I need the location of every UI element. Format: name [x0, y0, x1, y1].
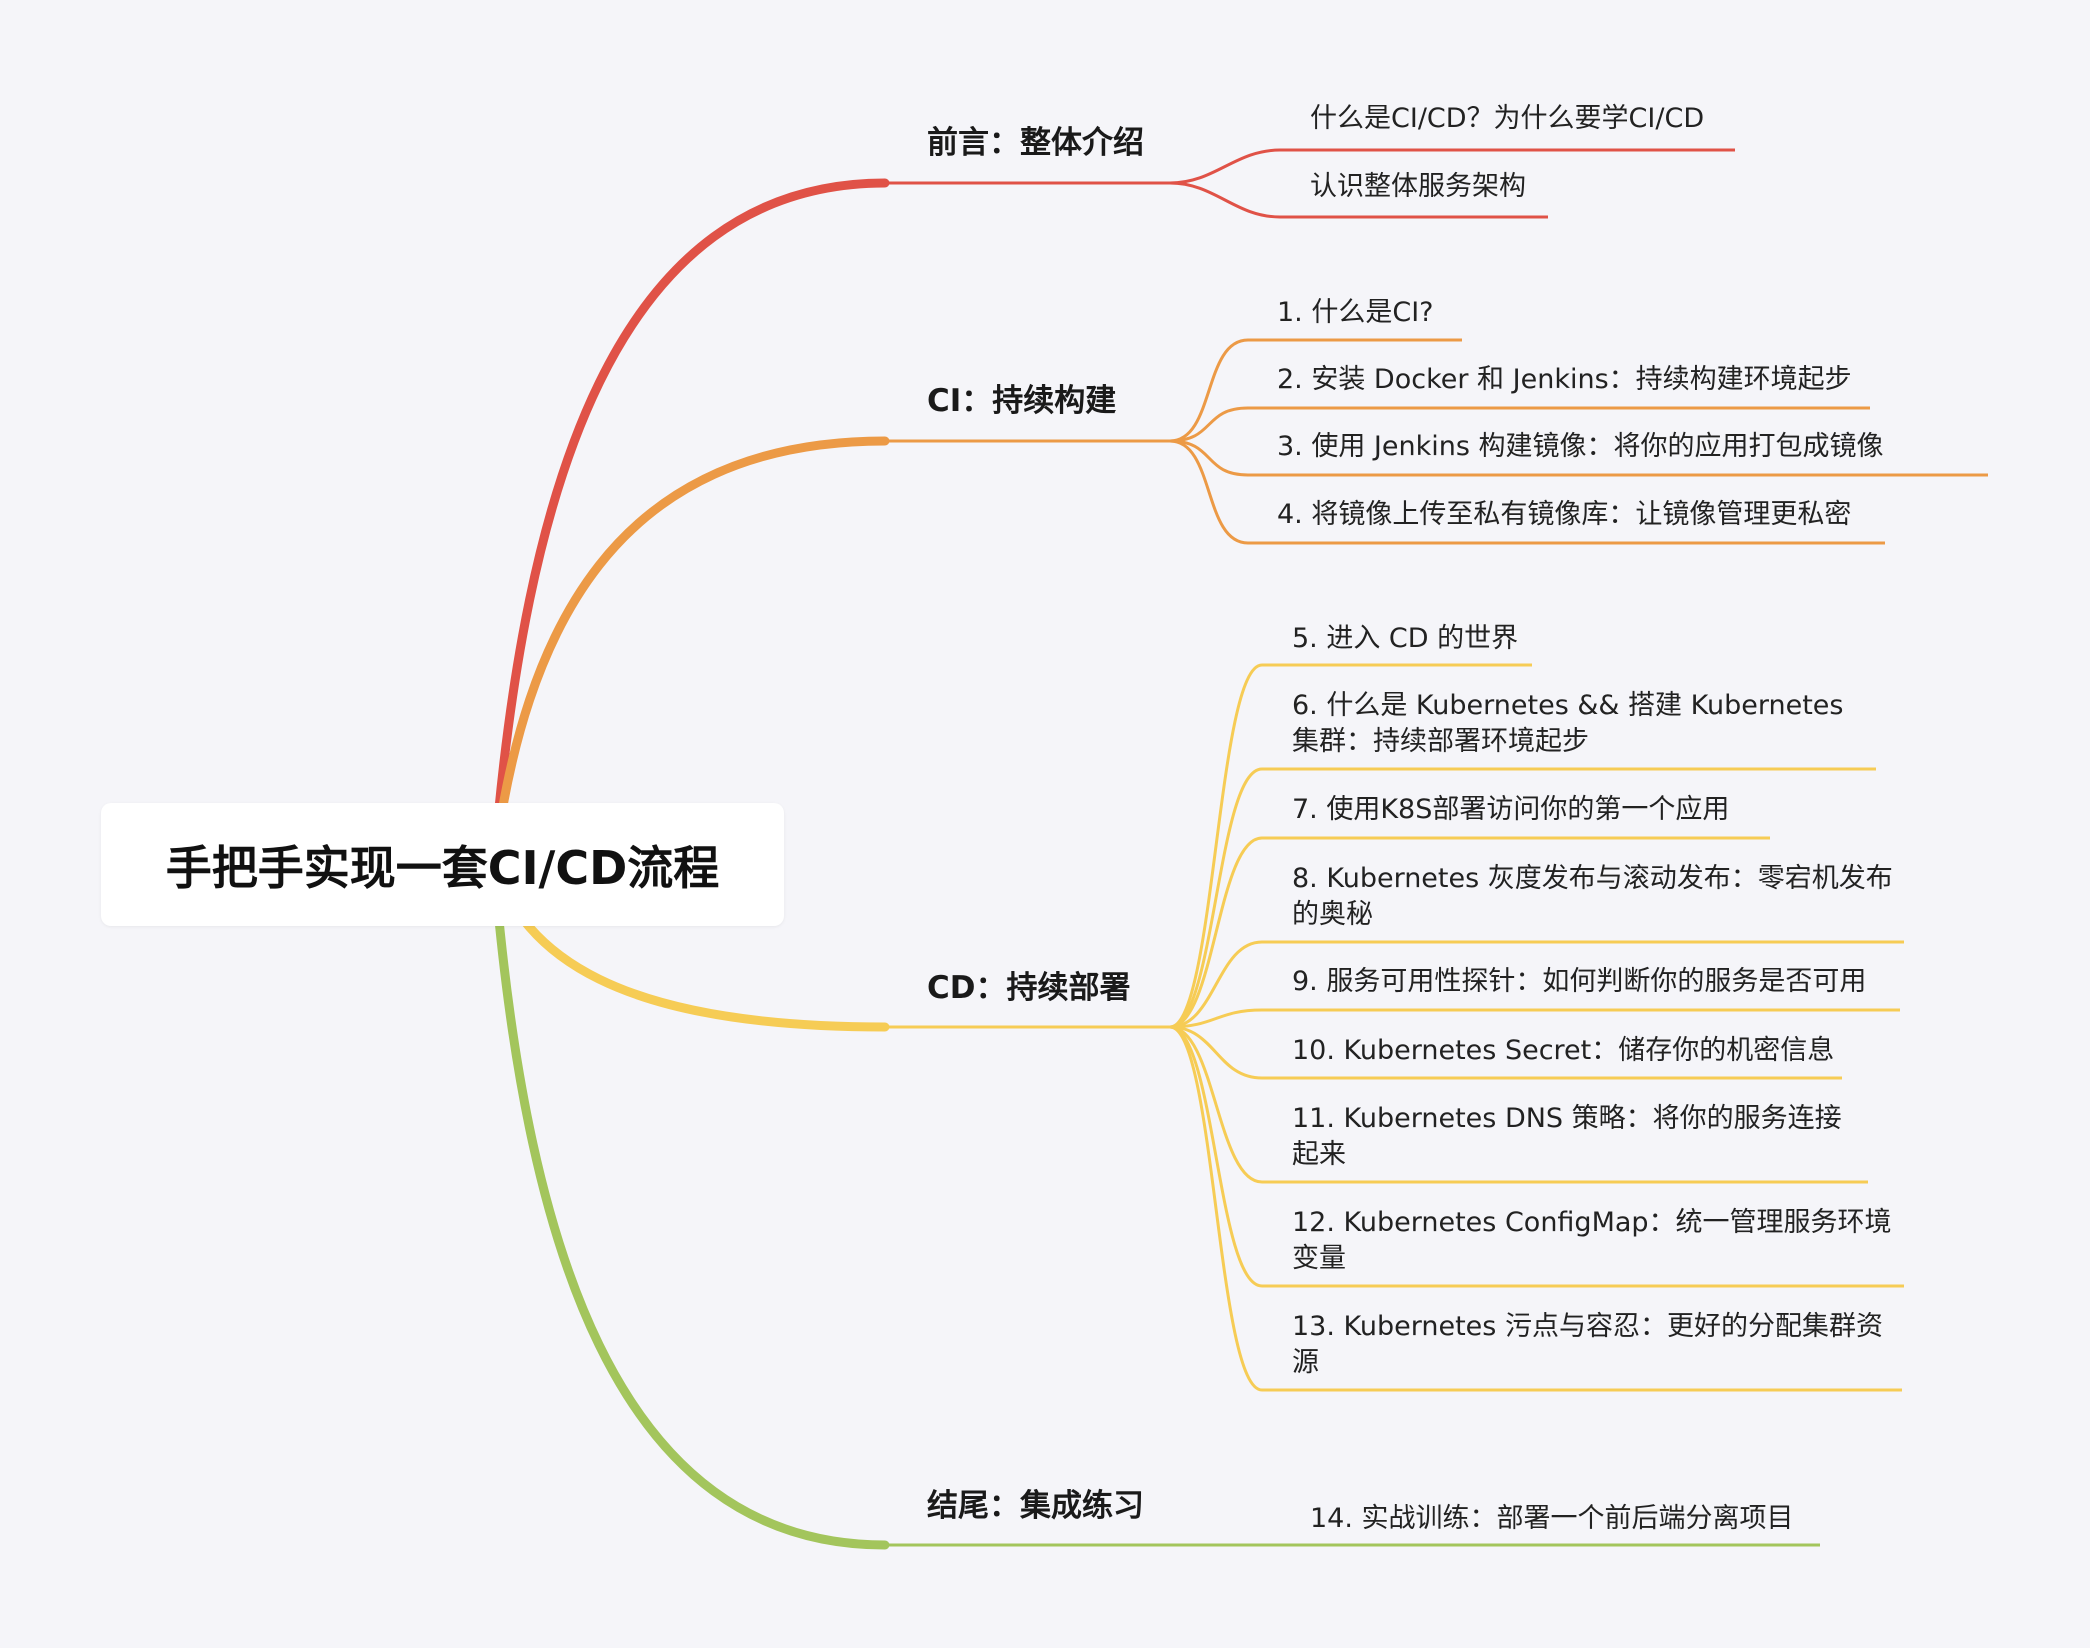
leaf-connector [1169, 148, 1735, 185]
leaf-connector [1169, 1008, 1900, 1029]
leaf-topic[interactable]: 12. Kubernetes ConfigMap：统一管理服务环境变量 [1292, 1207, 1892, 1274]
leaf-topic[interactable]: 14. 实战训练：部署一个前后端分离项目 [1310, 1503, 1794, 1534]
leaf-topic[interactable]: 8. Kubernetes 灰度发布与滚动发布：零宕机发布的奥秘 [1292, 863, 1893, 930]
leaf-connector [1169, 1025, 1842, 1080]
branch-connector [489, 859, 890, 1550]
branch-connector [489, 178, 890, 869]
leaf-connector [1169, 1025, 1868, 1184]
leaf-topic[interactable]: 5. 进入 CD 的世界 [1292, 623, 1519, 654]
leaf-topic[interactable]: 1. 什么是CI? [1277, 297, 1434, 328]
leaf-connector [1169, 439, 1885, 545]
leaf-connector [1169, 836, 1770, 1029]
leaf-connector [1169, 940, 1904, 1029]
leaf-connector [1169, 439, 1988, 477]
leaf-topic[interactable]: 13. Kubernetes 污点与容忍：更好的分配集群资源 [1292, 1311, 1883, 1378]
leaf-topic[interactable]: 认识整体服务架构 [1310, 171, 1526, 202]
leaf-connector [1169, 1025, 1904, 1288]
leaf-topic[interactable]: 4. 将镜像上传至私有镜像库：让镜像管理更私密 [1277, 499, 1852, 530]
leaf-connector [1169, 663, 1532, 1029]
root-title: 手把手实现一套CI/CD流程 [165, 840, 720, 895]
branch-connector [489, 436, 890, 869]
root-topic[interactable]: 手把手实现一套CI/CD流程 [101, 803, 784, 926]
leaf-topic[interactable]: 6. 什么是 Kubernetes && 搭建 Kubernetes 集群：持续… [1292, 690, 1844, 757]
branch-topic[interactable]: 结尾：集成练习 [927, 1488, 1144, 1524]
branch-topic[interactable]: CD：持续部署 [927, 970, 1131, 1006]
leaf-topic[interactable]: 7. 使用K8S部署访问你的第一个应用 [1292, 794, 1730, 825]
leaf-connector [1169, 406, 1870, 443]
leaf-topic[interactable]: 3. 使用 Jenkins 构建镜像：将你的应用打包成镜像 [1277, 431, 1884, 462]
branch-topic[interactable]: CI：持续构建 [927, 383, 1117, 419]
leaf-topic[interactable]: 10. Kubernetes Secret：储存你的机密信息 [1292, 1035, 1835, 1066]
leaf-connector [1169, 338, 1462, 443]
leaf-connector [1169, 1025, 1902, 1392]
leaf-connector [1169, 181, 1548, 219]
branch-topic[interactable]: 前言：整体介绍 [927, 125, 1144, 161]
leaf-connector [1169, 767, 1876, 1029]
leaf-topic[interactable]: 什么是CI/CD？为什么要学CI/CD [1310, 103, 1705, 134]
leaf-topic[interactable]: 11. Kubernetes DNS 策略：将你的服务连接起来 [1292, 1103, 1842, 1170]
leaf-topic[interactable]: 9. 服务可用性探针：如何判断你的服务是否可用 [1292, 966, 1867, 997]
leaf-topic[interactable]: 2. 安装 Docker 和 Jenkins：持续构建环境起步 [1277, 364, 1852, 395]
